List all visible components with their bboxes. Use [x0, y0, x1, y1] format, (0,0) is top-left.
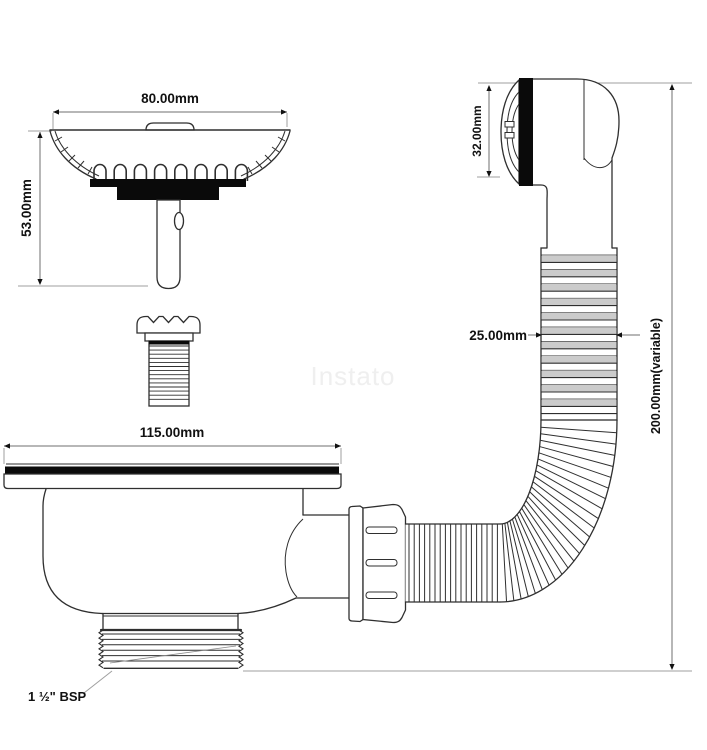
flange-seal: [5, 466, 339, 474]
overflow-face-slot: [504, 132, 515, 139]
strainer-seal-upper: [90, 179, 246, 187]
bsp-leader-line: [83, 670, 113, 694]
flexible-hose: [404, 247, 618, 603]
outlet-lip: [348, 505, 364, 623]
strainer-side-slots: [54, 136, 286, 175]
flange-lip: [3, 473, 342, 490]
bolt-head: [136, 315, 201, 334]
strainer-drain-slots: [93, 163, 249, 181]
dimension-32mm: 32.00mm: [470, 86, 490, 176]
flange-width-label: 115.00mm: [140, 425, 205, 440]
dimension-arrowheads: [4, 84, 675, 670]
dimension-200mm: 200.00mm(variable): [649, 85, 673, 669]
threaded-outlet: [98, 612, 244, 669]
bolt-threads: [149, 345, 189, 400]
strainer-basket: [49, 122, 291, 290]
thread-spec-label: 1 ½" BSP: [28, 689, 87, 704]
waste-body: [3, 463, 407, 669]
hose-diameter-label: 25.00mm: [469, 328, 527, 343]
overflow-height-label: 32.00mm: [470, 105, 484, 156]
hose-length-label: 200.00mm(variable): [649, 318, 663, 434]
bolt-collar: [144, 332, 194, 342]
nut-grip-slot: [365, 559, 398, 567]
dimension-80mm: 80.00mm: [53, 91, 287, 113]
dimension-115mm: 115.00mm: [4, 425, 341, 447]
nut-grip-slot: [365, 591, 398, 599]
watermark-text: Instato: [310, 361, 395, 391]
dimension-53mm: 53.00mm: [19, 132, 41, 284]
overflow-face-slot: [504, 121, 515, 128]
strainer-knob: [145, 122, 195, 131]
strainer-seal-lower: [117, 186, 219, 200]
threaded-bolt: [136, 315, 201, 407]
nut-grip-slot: [365, 526, 398, 534]
strainer-width-label: 80.00mm: [141, 91, 199, 106]
body-inner-contour: [284, 518, 304, 598]
overflow-elbow: [500, 78, 620, 250]
bolt-shank: [148, 340, 190, 407]
strainer-height-label: 53.00mm: [19, 179, 34, 237]
overflow-face-band: [519, 78, 533, 186]
stem-pin-hole: [173, 211, 185, 231]
elbow-cap-seam: [583, 157, 613, 169]
